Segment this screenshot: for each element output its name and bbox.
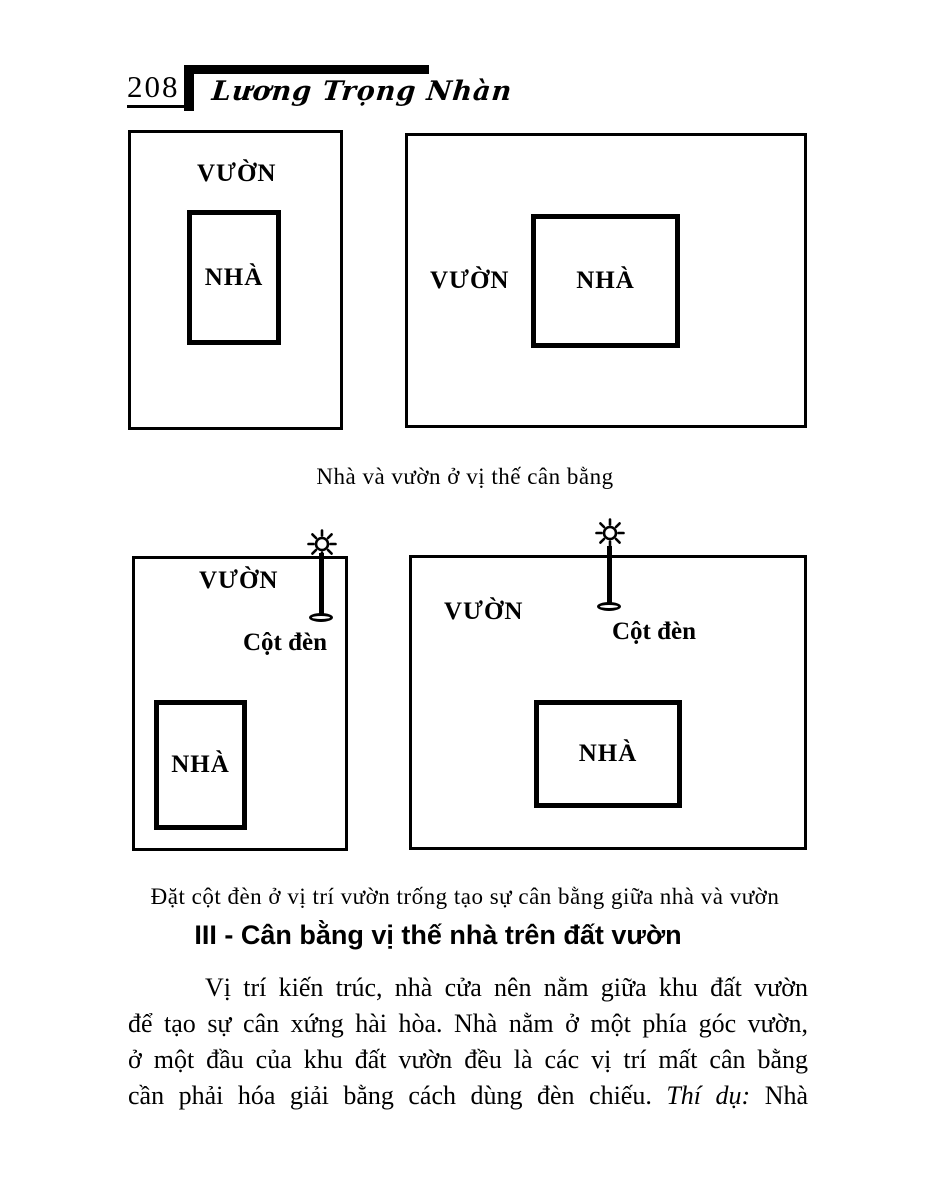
figure-caption-top: Nhà và vườn ở vị thế cân bằng: [316, 464, 614, 489]
paragraph-line: để tạo sự cân xứng hài hòa. Nhà nằm ở mộ…: [128, 1009, 808, 1038]
sun-icon: [307, 529, 337, 559]
header-rule-horizontal: [186, 65, 429, 74]
example-label: Thí dụ:: [666, 1081, 751, 1110]
diagram-garden-house-centered-portrait: VƯỜN NHÀ: [128, 130, 343, 430]
house-box: NHÀ: [531, 214, 680, 348]
diagram-garden-lamp-left: VƯỜN Cột đèn NHÀ: [132, 529, 348, 851]
paragraph-line: ở một đầu của khu đất vườn đều là các vị…: [128, 1045, 808, 1074]
author-name: Lương Trọng Nhàn: [210, 76, 514, 107]
lamp-pole: [319, 553, 324, 617]
sun-icon: [595, 518, 625, 548]
paragraph-line: Vị trí kiến trúc, nhà cửa nên nằm giữa k…: [205, 973, 808, 1002]
paragraph-text: cần phải hóa giải bằng cách dùng đèn chi…: [128, 1081, 652, 1110]
paragraph-text: Nhà: [764, 1081, 809, 1110]
page-number: 208: [127, 69, 186, 109]
lamp-base-icon: [597, 602, 621, 611]
garden-label: VƯỜN: [430, 267, 510, 294]
house-box: NHÀ: [534, 700, 682, 808]
garden-label: VƯỜN: [197, 160, 277, 187]
house-box: NHÀ: [154, 700, 247, 830]
house-label: NHÀ: [204, 263, 264, 291]
house-label: NHÀ: [171, 751, 230, 778]
diagram-garden-lamp-right: VƯỜN Cột đèn NHÀ: [409, 518, 807, 850]
lamp-base-icon: [309, 613, 333, 622]
garden-label: VƯỜN: [199, 567, 279, 594]
body-paragraph: Vị trí kiến trúc, nhà cửa nên nằm giữa k…: [128, 970, 808, 1114]
paragraph-line: cần phải hóa giải bằng cách dùng đèn chi…: [128, 1078, 808, 1114]
lamp-label: Cột đèn: [243, 629, 328, 656]
header-rule-vertical: [184, 65, 194, 111]
lamp-pole: [607, 546, 612, 606]
diagram-garden-house-centered-landscape: VƯỜN NHÀ: [405, 133, 807, 428]
lamp-label: Cột đèn: [612, 618, 697, 645]
garden-label: VƯỜN: [444, 598, 524, 625]
figure-caption-bottom: Đặt cột đèn ở vị trí vườn trống tạo sự c…: [150, 884, 780, 909]
section-heading: III - Cân bằng vị thế nhà trên đất vườn: [194, 920, 682, 950]
house-label: NHÀ: [578, 740, 638, 767]
house-label: NHÀ: [576, 267, 635, 294]
house-box: NHÀ: [187, 210, 281, 345]
